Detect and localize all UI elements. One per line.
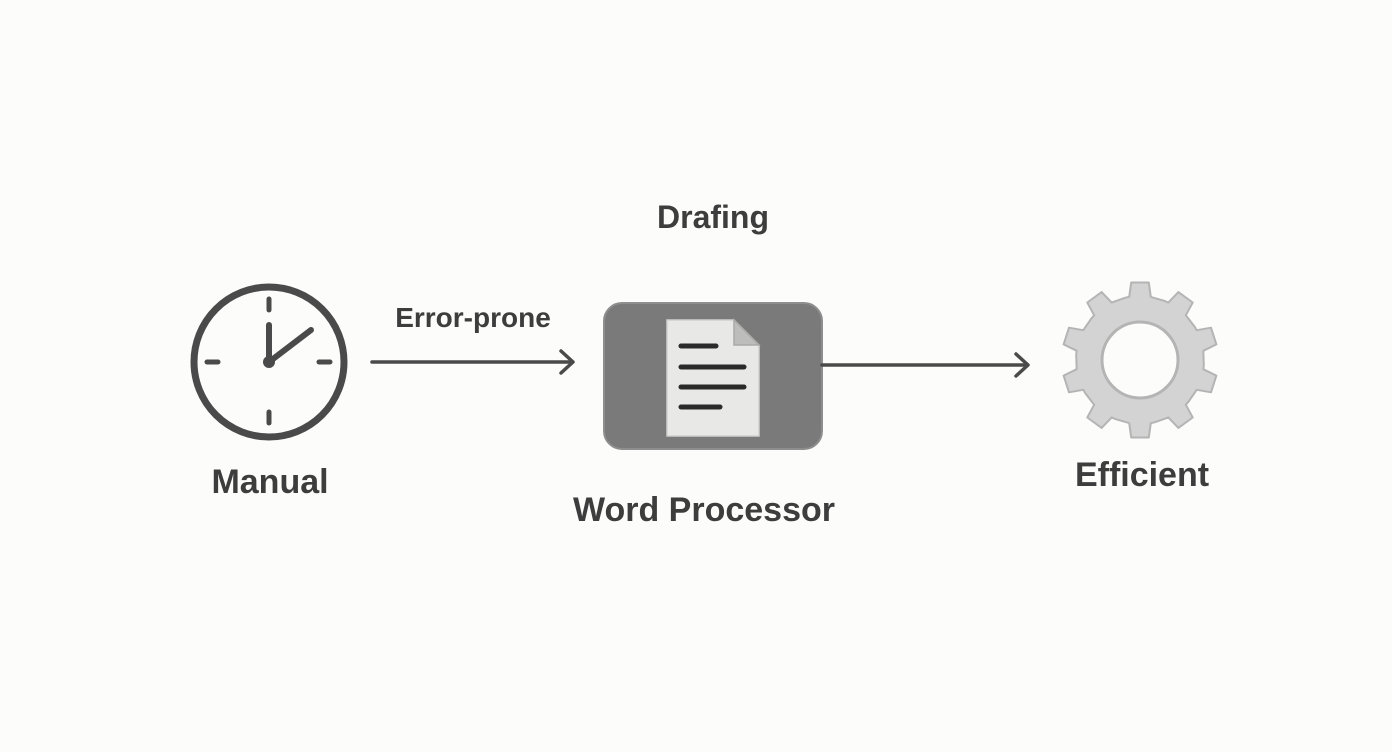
arrow-manual-to-word — [370, 349, 575, 375]
gear-hole — [1100, 320, 1180, 400]
arrow-word-to-efficient — [820, 352, 1030, 378]
clock-face — [190, 283, 348, 441]
clock-icon — [190, 283, 348, 441]
node-label-manual: Manual — [211, 463, 328, 501]
edge-label-error-prone: Error-prone — [395, 302, 551, 333]
node-label-word-processor: Word Processor — [573, 491, 835, 529]
node-label-efficient: Efficient — [1075, 456, 1209, 494]
clock-center — [263, 356, 275, 368]
document-fold — [733, 318, 761, 346]
clock-minute-hand — [266, 327, 314, 365]
gear-icon — [1062, 281, 1218, 439]
diagram-title: Drafing — [657, 199, 769, 235]
document-text-lines — [678, 343, 747, 410]
document-icon — [666, 318, 761, 437]
